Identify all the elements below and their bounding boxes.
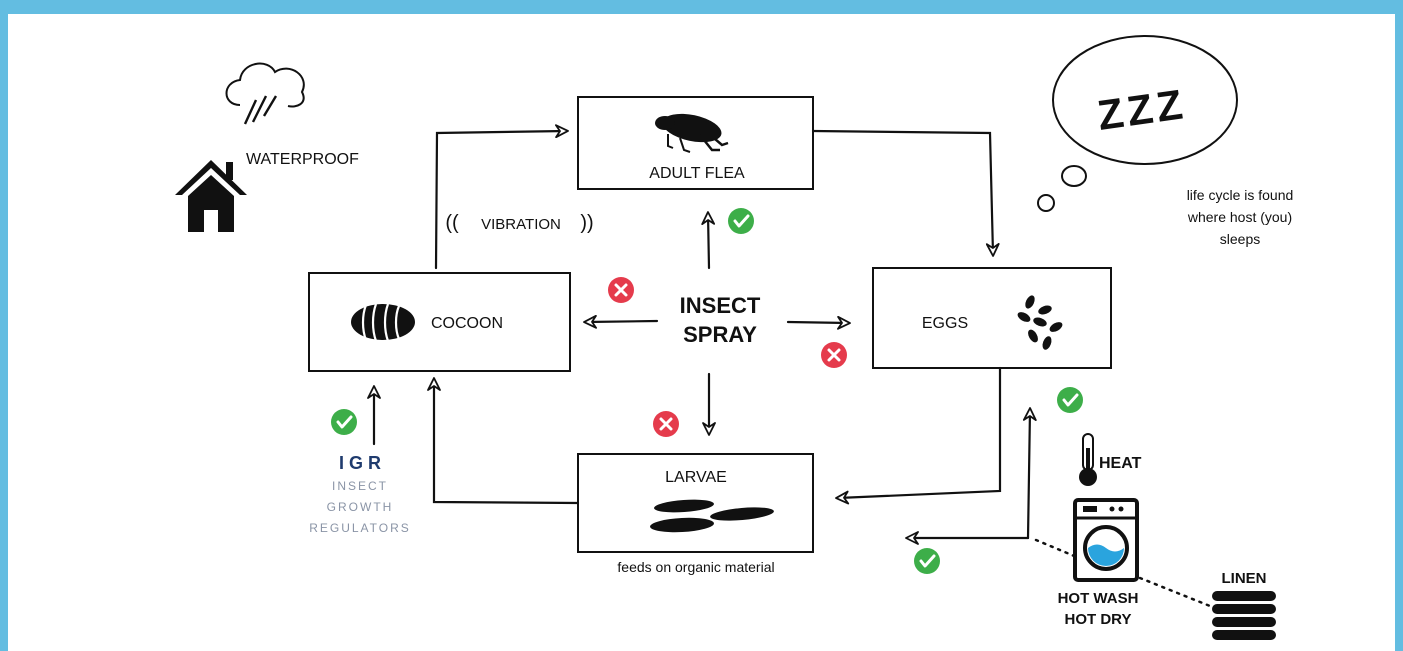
washer-link-right bbox=[1138, 576, 1212, 608]
vibration-label: VIBRATION bbox=[481, 216, 561, 233]
vibration-close-waves: )) bbox=[580, 212, 593, 234]
flea-icon bbox=[655, 113, 729, 153]
larvae-note: feeds on organic material bbox=[617, 559, 774, 575]
sleep-note-line1: life cycle is found bbox=[1187, 187, 1294, 203]
heat-arrow bbox=[1022, 407, 1037, 540]
arrow-adult-to-eggs bbox=[811, 129, 1000, 257]
insect-spray-line1: INSECT bbox=[680, 293, 761, 318]
insect-spray-line2: SPRAY bbox=[683, 322, 757, 347]
linen-stack-icon bbox=[1212, 591, 1276, 640]
cocoon-box: COCOON bbox=[308, 272, 571, 372]
thought-bubble-icon bbox=[1037, 35, 1238, 212]
igr-title: I G R bbox=[339, 453, 381, 473]
sleep-note-line2: where host (you) bbox=[1187, 209, 1292, 225]
cross-icon bbox=[608, 277, 634, 303]
spray-arrow-left bbox=[583, 314, 659, 329]
eggs-box: EGGS bbox=[872, 267, 1112, 369]
arrow-larvae-to-cocoon bbox=[427, 377, 580, 505]
sleep-note-line3: sleeps bbox=[1220, 231, 1260, 247]
check-icon bbox=[331, 409, 357, 435]
eggs-icon bbox=[1017, 295, 1063, 350]
adult-flea-box: ADULT FLEA bbox=[577, 96, 814, 190]
igr-line1: INSECT bbox=[332, 479, 388, 493]
washer-link-left bbox=[1034, 538, 1081, 560]
rain-cloud-icon bbox=[225, 62, 305, 125]
hotwash-line1: HOT WASH bbox=[1058, 590, 1139, 607]
cocoon-icon bbox=[351, 303, 415, 342]
larvae-icon bbox=[650, 499, 774, 533]
stage-label-cocoon: COCOON bbox=[431, 315, 503, 332]
stage-label-eggs: EGGS bbox=[922, 315, 968, 332]
stage-label-adult: ADULT FLEA bbox=[649, 165, 745, 182]
spray-arrow-up bbox=[701, 211, 716, 270]
vibration-open-waves: (( bbox=[445, 212, 459, 234]
linen-label: LINEN bbox=[1222, 570, 1267, 587]
spray-arrow-right bbox=[786, 315, 851, 330]
check-icon bbox=[914, 548, 940, 574]
heat-label: HEAT bbox=[1099, 455, 1142, 472]
hotwash-line2: HOT DRY bbox=[1065, 611, 1132, 628]
cross-icon bbox=[821, 342, 847, 368]
igr-line3: REGULATORS bbox=[309, 521, 411, 535]
cross-icon bbox=[653, 411, 679, 437]
stage-label-larvae: LARVAE bbox=[665, 469, 727, 486]
thermometer-icon bbox=[1079, 433, 1097, 486]
larvae-box: LARVAE bbox=[577, 453, 814, 553]
washing-machine-icon bbox=[1073, 498, 1139, 582]
igr-line2: GROWTH bbox=[327, 500, 394, 514]
check-icon bbox=[728, 208, 754, 234]
arrow-cocoon-to-adult bbox=[434, 124, 569, 270]
arrow-eggs-to-larvae bbox=[835, 366, 1002, 505]
house-icon bbox=[175, 160, 247, 232]
check-icon bbox=[1057, 387, 1083, 413]
waterproof-label: WATERPROOF bbox=[246, 151, 359, 168]
